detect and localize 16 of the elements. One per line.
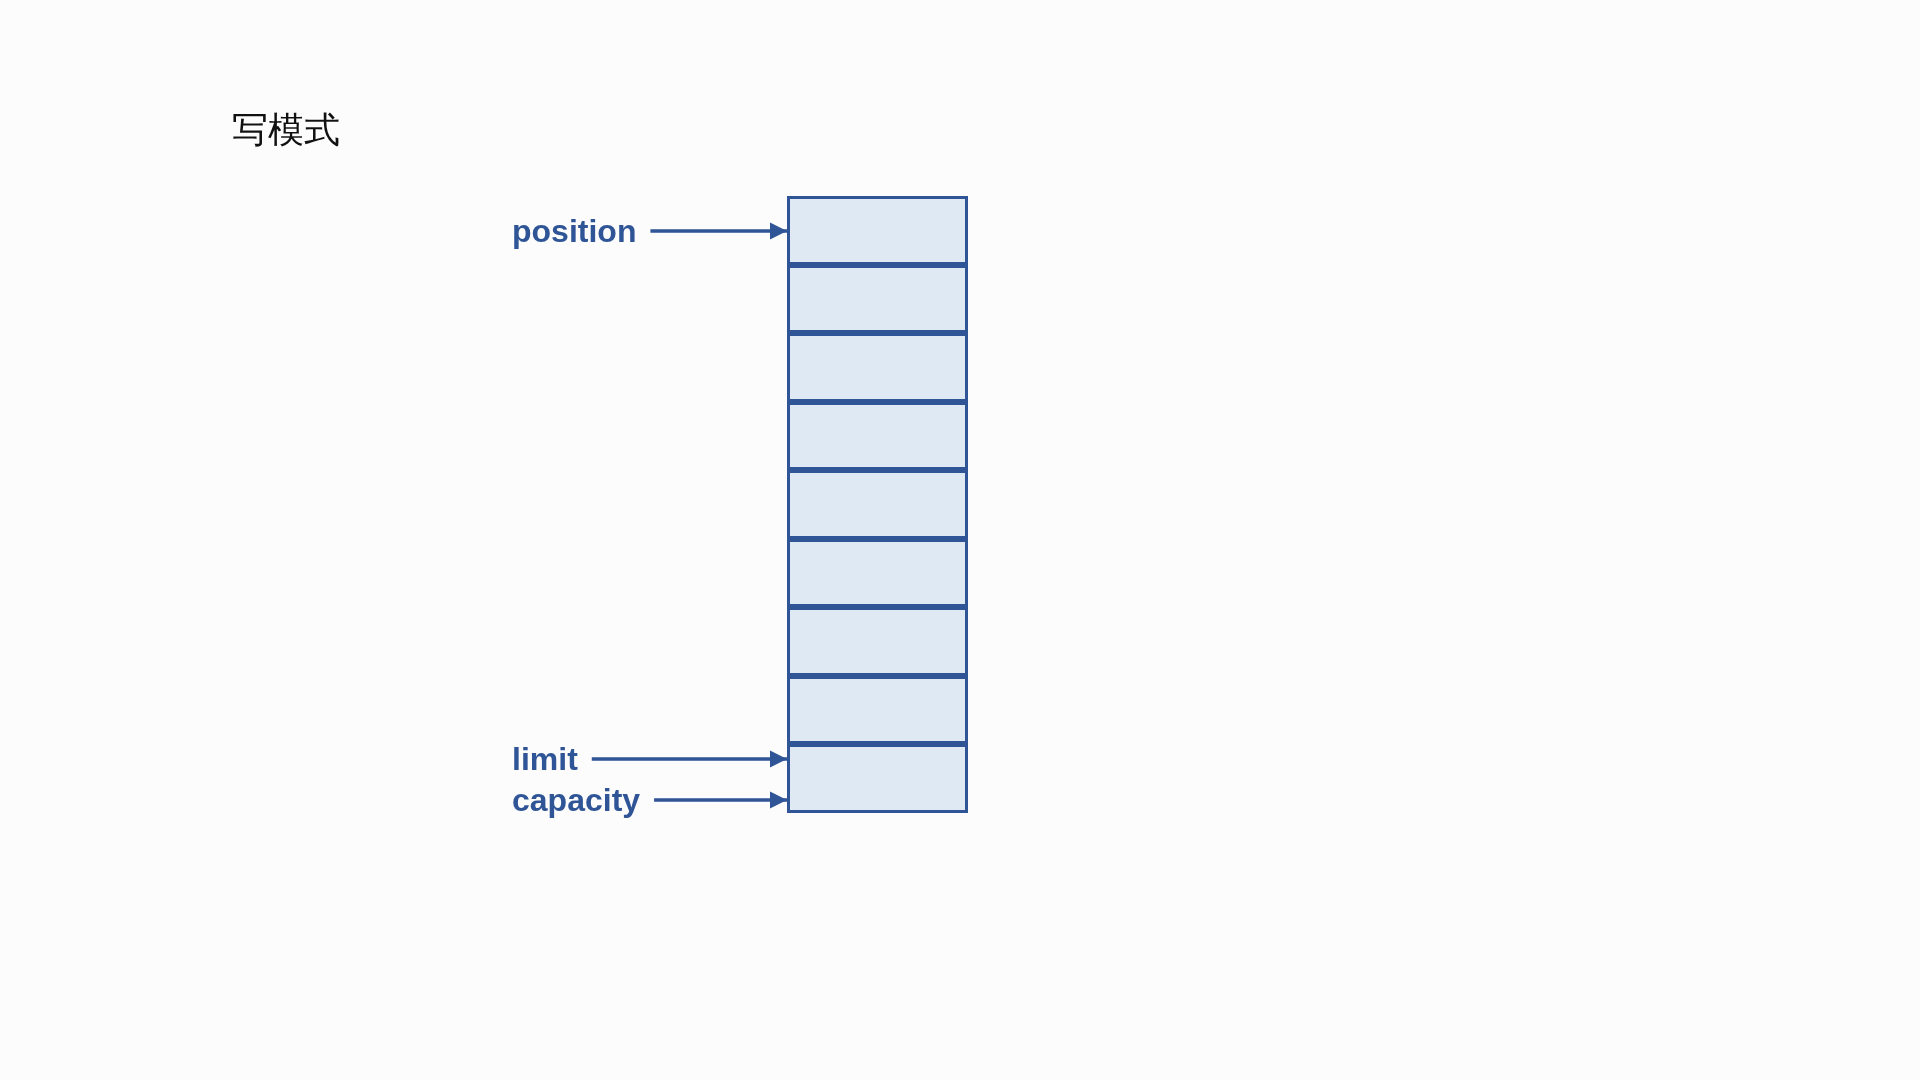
pointer-label: limit <box>512 741 579 777</box>
array-cell <box>787 675 968 744</box>
arrow <box>650 222 787 240</box>
array-cell <box>787 744 968 813</box>
array-cell <box>787 607 968 676</box>
arrow <box>591 750 787 768</box>
array-cell <box>787 333 968 402</box>
array-cell <box>787 401 968 470</box>
pointer-label: capacity <box>512 782 642 818</box>
array-cell <box>787 264 968 333</box>
title: 写模式 <box>232 108 340 152</box>
array-cell <box>787 470 968 539</box>
arrow <box>654 791 787 809</box>
array-cell <box>787 538 968 607</box>
pointer-label: position <box>512 213 638 249</box>
array-cell <box>787 196 968 265</box>
